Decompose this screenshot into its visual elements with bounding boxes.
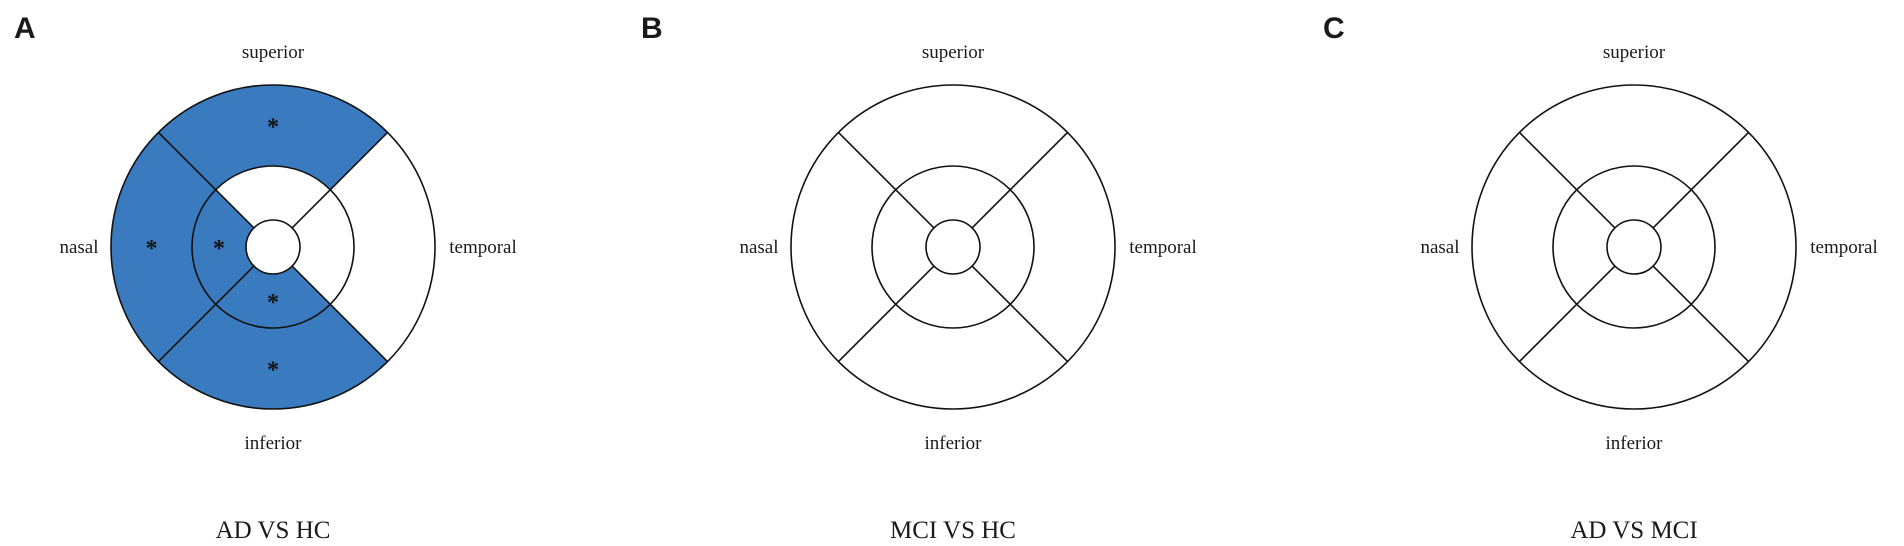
panel-a: A * * * * * superior inferior nasal temporal AD VS…	[14, 12, 517, 544]
significance-marker: *	[213, 236, 225, 262]
panel-caption: AD VS HC	[216, 517, 331, 544]
inner-ring	[1552, 165, 1716, 329]
outer-ring	[790, 84, 1116, 410]
sector-divider	[157, 131, 255, 229]
sector-inner-inferior	[215, 266, 331, 328]
sector-outer-inferior	[158, 304, 388, 409]
nasal-label: nasal	[739, 237, 778, 258]
panel-caption: MCI VS HC	[890, 517, 1016, 544]
panel-letter: C	[1323, 12, 1345, 45]
inner-ring	[191, 165, 355, 329]
inferior-label: inferior	[245, 433, 303, 454]
sector-outer-temporal	[1691, 132, 1797, 362]
central-ring	[925, 219, 981, 275]
sector-inner-nasal	[192, 189, 254, 305]
sector-inner-superior	[215, 166, 331, 228]
sector-divider	[837, 131, 935, 229]
sector-inner-nasal	[872, 189, 934, 305]
sector-outer-superior	[838, 85, 1068, 190]
sector-divider	[971, 265, 1069, 363]
sector-outer-nasal	[791, 132, 896, 362]
significance-marker: *	[267, 290, 279, 316]
panel-letter: A	[14, 12, 36, 45]
sector-outer-superior	[158, 84, 388, 190]
sector-outer-temporal	[330, 132, 435, 362]
superior-label: superior	[922, 42, 985, 63]
sector-divider	[157, 265, 255, 363]
sector-inner-superior	[895, 166, 1011, 228]
panel-caption: AD VS MCI	[1570, 517, 1697, 544]
sector-inner-temporal	[1653, 189, 1715, 305]
central-ring	[1606, 219, 1662, 275]
sector-inner-inferior	[895, 266, 1011, 328]
sector-divider	[1652, 131, 1750, 229]
sector-inner-nasal	[1553, 189, 1615, 305]
sector-inner-temporal	[972, 189, 1034, 305]
sector-divider	[1518, 265, 1616, 363]
sector-outer-nasal	[111, 132, 216, 362]
outer-ring	[110, 84, 436, 410]
outer-ring	[1471, 84, 1797, 410]
nasal-label: nasal	[59, 237, 98, 258]
significance-marker: *	[267, 115, 279, 141]
sector-divider	[291, 265, 389, 363]
central-ring	[245, 219, 301, 275]
temporal-label: temporal	[1810, 237, 1878, 258]
temporal-label: temporal	[449, 237, 517, 258]
sector-outer-inferior	[1519, 304, 1749, 409]
nasal-label: nasal	[1420, 237, 1459, 258]
sector-inner-inferior	[1576, 266, 1692, 328]
sector-divider	[291, 131, 389, 229]
sector-divider	[1652, 265, 1750, 363]
superior-label: superior	[1603, 42, 1666, 63]
sector-outer-nasal	[1472, 132, 1577, 362]
sector-inner-temporal	[292, 189, 354, 305]
sector-inner-superior	[1576, 166, 1692, 228]
significance-marker: *	[267, 358, 279, 384]
temporal-label: temporal	[1129, 237, 1197, 258]
superior-label: superior	[242, 42, 305, 63]
significance-marker: *	[146, 236, 158, 262]
inferior-label: inferior	[925, 433, 983, 454]
panel-letter: B	[641, 12, 663, 45]
inferior-label: inferior	[1606, 433, 1664, 454]
sector-divider	[837, 265, 935, 363]
sector-outer-inferior	[838, 304, 1068, 409]
sector-divider	[971, 131, 1069, 229]
sector-outer-superior	[1519, 85, 1749, 190]
sector-divider	[1518, 131, 1616, 229]
inner-ring	[871, 165, 1035, 329]
sector-outer-temporal	[1010, 132, 1115, 362]
